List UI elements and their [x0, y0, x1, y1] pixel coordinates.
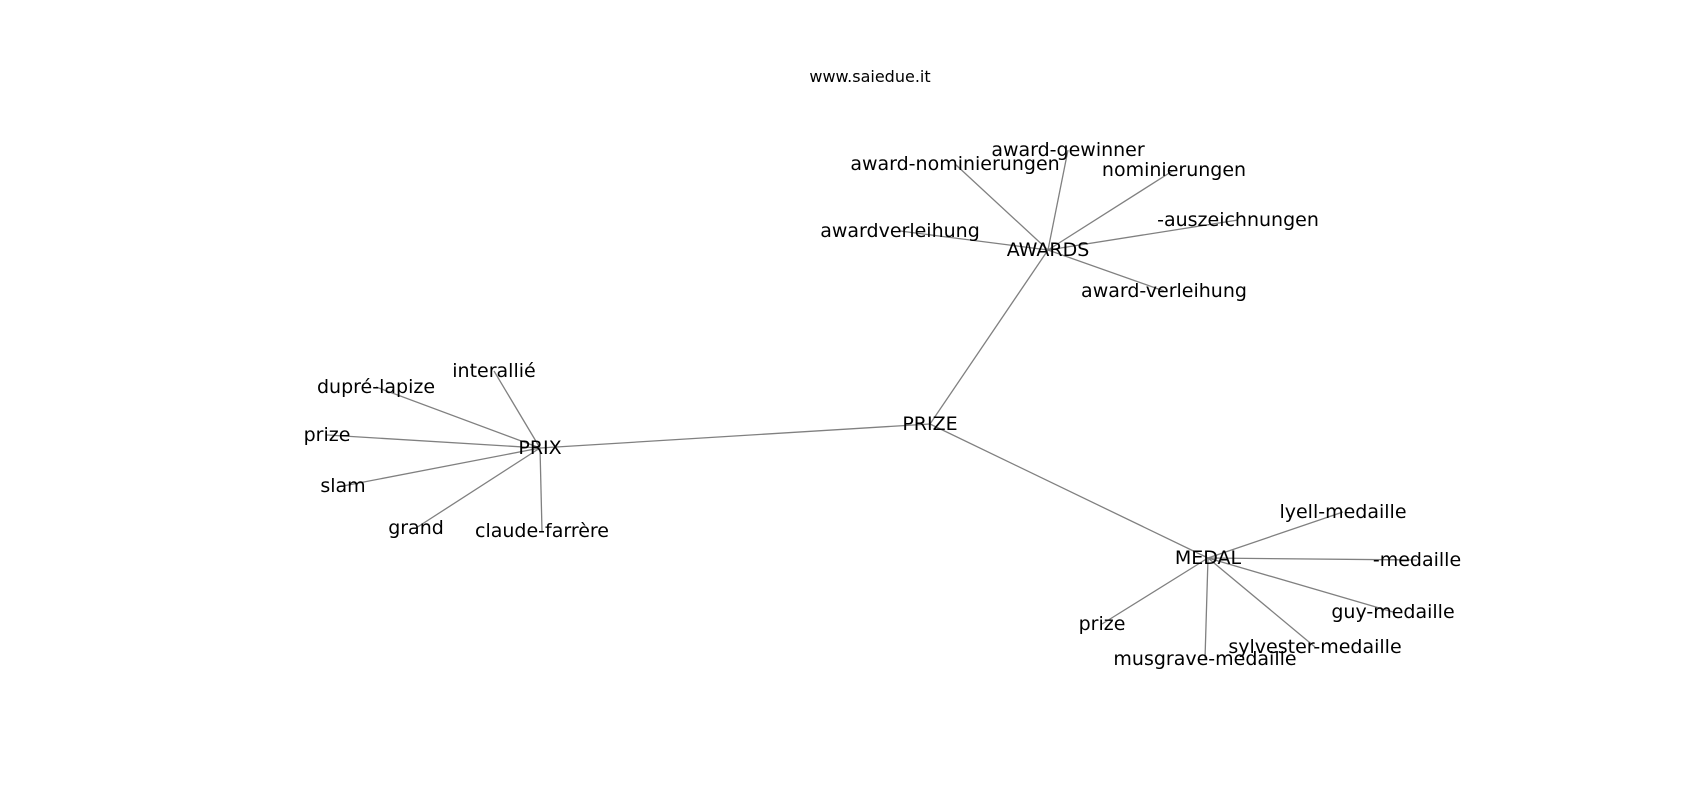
- node-label-awards: AWARDS: [1007, 239, 1090, 261]
- edge-medal-sylvester_medaille: [1207, 557, 1316, 648]
- edge-awards-award_gewinner: [1047, 149, 1069, 251]
- edge-medal-musgrave_medaille: [1204, 557, 1209, 660]
- node-label-dupre-lapize: dupré-lapize: [317, 376, 435, 398]
- edge-prize_root-medal: [929, 423, 1209, 559]
- node-label-award-verleihung: award-verleihung: [1081, 280, 1247, 302]
- edge-prix-prix_prize: [326, 434, 541, 449]
- node-label-medaille: -medaille: [1373, 549, 1461, 571]
- edge-prix-dupre_lapize: [375, 386, 541, 449]
- node-label-nominierungen: nominierungen: [1102, 159, 1246, 181]
- edge-medal-lyell_medaille: [1207, 511, 1344, 559]
- node-label-prize-root: PRIZE: [902, 413, 957, 435]
- edge-prize_root-prix: [539, 423, 931, 449]
- node-label-medal-prize: prize: [1079, 613, 1126, 635]
- edge-awards-auszeichnungen: [1047, 219, 1239, 251]
- node-label-claude-farrere: claude-farrère: [475, 520, 609, 542]
- node-label-sylvester-medaille: sylvester-medaille: [1228, 636, 1401, 658]
- edge-awards-awardverleihung: [899, 230, 1049, 251]
- node-label-prix: PRIX: [518, 437, 561, 459]
- node-label-award-nominierungen: award-nominierungen: [850, 153, 1059, 175]
- node-label-medal: MEDAL: [1175, 547, 1242, 569]
- watermark-text: www.saiedue.it: [809, 67, 930, 86]
- node-label-lyell-medaille: lyell-medaille: [1279, 501, 1406, 523]
- edge-medal-medaille: [1207, 557, 1418, 561]
- edge-prix-grand: [415, 447, 541, 529]
- edges-layer: [326, 149, 1418, 660]
- edge-prix-slam: [342, 447, 541, 487]
- edge-medal-guy_medaille: [1207, 557, 1394, 613]
- edge-medal-medal_prize: [1101, 557, 1209, 625]
- edge-awards-award_verleihung: [1047, 249, 1165, 292]
- edge-prize_root-awards: [929, 249, 1049, 425]
- node-label-musgrave-medaille: musgrave-medaille: [1113, 648, 1296, 670]
- node-label-grand: grand: [388, 517, 444, 539]
- node-label-guy-medaille: guy-medaille: [1331, 601, 1454, 623]
- node-label-award-gewinner: award-gewinner: [991, 139, 1145, 161]
- labels-layer: PRIZEAWARDSPRIXMEDALaward-gewinneraward-…: [304, 139, 1462, 670]
- node-label-interallie: interallié: [452, 360, 535, 382]
- node-label-awardverleihung: awardverleihung: [820, 220, 980, 242]
- node-label-prix-prize: prize: [304, 424, 351, 446]
- node-label-slam: slam: [320, 475, 365, 497]
- edge-awards-nominierungen: [1047, 169, 1175, 251]
- edge-prix-interallie: [493, 370, 541, 449]
- edge-prix-claude_farrere: [539, 447, 543, 532]
- edge-awards-award_nominierungen: [954, 163, 1049, 251]
- node-label-auszeichnungen: -auszeichnungen: [1157, 209, 1319, 231]
